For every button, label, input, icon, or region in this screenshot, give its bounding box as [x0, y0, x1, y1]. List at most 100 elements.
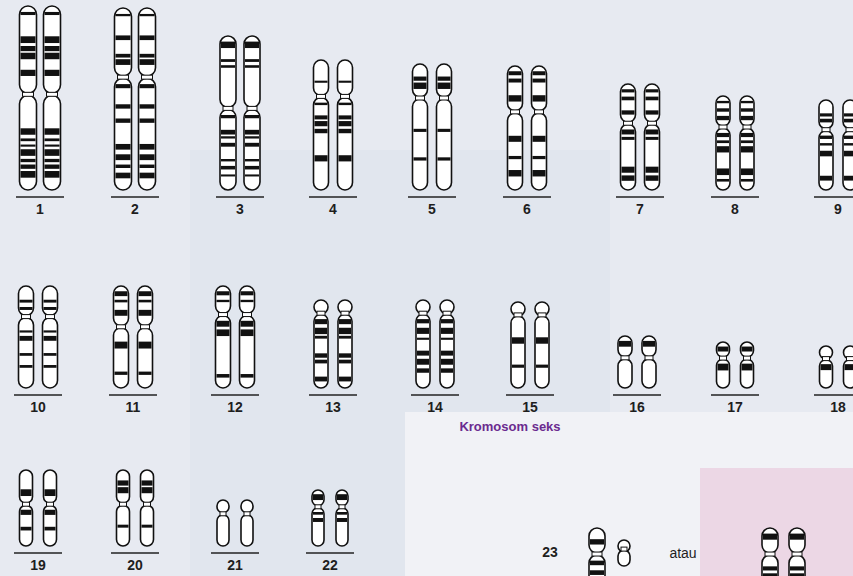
centromere — [443, 311, 451, 315]
chromosome-band — [717, 168, 729, 175]
chromosome-band — [339, 103, 352, 105]
chromosome-arm — [511, 302, 525, 316]
chromosome-band — [140, 54, 155, 58]
chromosome-band — [140, 14, 155, 16]
chromosome-band — [118, 480, 129, 485]
chromosome-band — [622, 137, 635, 140]
pair-underline — [814, 394, 853, 396]
chromosome-band — [116, 144, 131, 150]
chromosome-band — [142, 525, 153, 528]
chromosome-arm — [141, 505, 154, 546]
chromosome-arm — [44, 6, 61, 93]
chromosome-band — [339, 129, 352, 133]
chromosome-band — [512, 365, 524, 368]
centromere — [535, 110, 544, 114]
centromere — [23, 502, 30, 506]
chromosome-band — [140, 104, 155, 108]
chromosome-band — [741, 133, 753, 137]
centromere — [592, 552, 602, 556]
chromosome-arm — [618, 540, 630, 552]
chromosome-band — [533, 95, 546, 101]
chromosome-band — [221, 159, 235, 161]
centromere — [223, 106, 233, 110]
chromosome-band — [741, 116, 753, 120]
chromosome-band — [45, 149, 60, 156]
chromosome-band — [509, 71, 522, 75]
chromosome-band — [45, 138, 60, 141]
chromosome-band — [245, 42, 259, 48]
chromosome-arm — [844, 360, 853, 388]
centromere — [341, 94, 350, 98]
chromosome-arm — [20, 470, 33, 503]
chromosome-band — [20, 353, 33, 356]
chromosome-arm — [762, 555, 778, 576]
chromosome-band — [533, 79, 546, 83]
chromosome-number: 3 — [236, 201, 244, 217]
chromosome-band — [646, 97, 659, 101]
chromosome-arm — [535, 302, 549, 316]
chromosome-band — [414, 157, 427, 160]
chromosome-band — [741, 140, 753, 143]
pair-underline — [613, 394, 661, 396]
chromosome-arm — [416, 314, 430, 388]
pair-underline — [711, 394, 759, 396]
chromosome-band — [20, 307, 33, 310]
centromere — [765, 552, 775, 556]
chromosome-band — [221, 42, 235, 48]
chromosome-band — [241, 329, 254, 336]
chromosome-band — [21, 527, 32, 531]
chromosome-band — [622, 89, 635, 92]
chromosome-band — [590, 561, 604, 566]
chromosome-band — [790, 534, 804, 540]
centromere — [822, 128, 830, 132]
chromosome-band — [245, 130, 259, 135]
chromosome-arm — [843, 131, 853, 190]
chromosome-band — [717, 140, 729, 143]
chromosome-band — [45, 12, 60, 15]
centromere — [22, 315, 31, 319]
centromere — [416, 96, 425, 100]
chromosome-band — [21, 171, 36, 178]
chromosome-arm — [437, 99, 452, 190]
chromosome-band — [245, 115, 259, 118]
chromosome-band — [21, 510, 32, 515]
chromosome-band — [844, 176, 853, 181]
chromosome-band — [509, 170, 522, 176]
centromere — [315, 505, 321, 509]
chromosome-arm — [621, 84, 636, 122]
chromosome-band — [717, 133, 729, 137]
chromosome-number: 18 — [830, 399, 846, 415]
chromosome-band — [337, 518, 347, 522]
chromosome-arm — [139, 78, 156, 190]
chromosome-band — [741, 179, 753, 182]
centromere — [141, 325, 150, 329]
chromosome-arm — [336, 508, 348, 546]
chromosome-band — [142, 480, 153, 485]
chromosome-band — [417, 328, 429, 334]
centromere — [847, 357, 853, 361]
chromosome-arm — [43, 318, 58, 388]
pair-underline — [14, 552, 62, 554]
chromosome-band — [622, 175, 635, 180]
chromosome-band — [717, 116, 729, 120]
pair-underline — [111, 552, 159, 554]
chromosome-arm — [117, 470, 130, 503]
chromosome-arm — [220, 36, 236, 107]
chromosome-band — [844, 113, 853, 116]
chromosome-band — [339, 115, 352, 119]
chromosome-arm — [216, 286, 231, 314]
chromosome-band — [45, 145, 60, 147]
chromosome-band — [245, 174, 259, 176]
section-heading: Kromosom seks — [459, 419, 560, 435]
chromosome-arm — [216, 316, 231, 388]
chromosome-band — [217, 374, 230, 378]
pair-underline — [408, 196, 456, 198]
chromosome-band — [441, 351, 453, 356]
chromosome-band — [590, 539, 604, 544]
chromosome-band — [221, 143, 235, 147]
pair-underline — [109, 394, 157, 396]
chromosome-number: 9 — [834, 201, 842, 217]
chromosome-band — [821, 364, 832, 370]
